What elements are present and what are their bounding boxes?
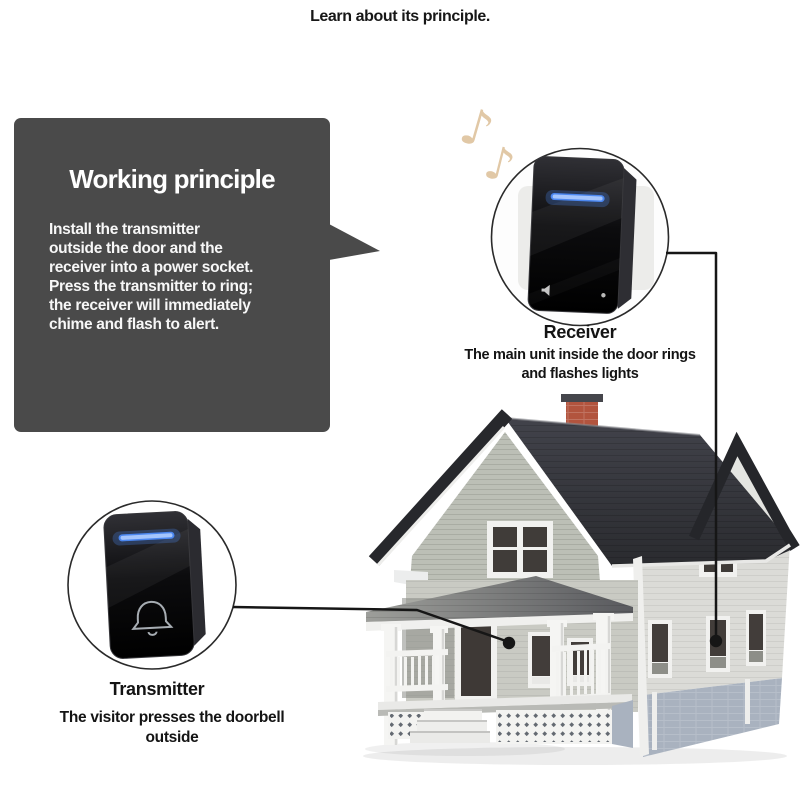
downspout (652, 692, 657, 750)
connectors (232, 251, 718, 643)
brand-mark (601, 293, 606, 298)
info-box-body: Install the transmitter outside the door… (49, 221, 254, 333)
front-gable (368, 409, 600, 588)
info-box-heading: Working principle (69, 164, 275, 194)
porch-steps (410, 709, 490, 743)
receiver-device (527, 156, 637, 314)
ground-shadow-porch (365, 742, 565, 756)
gable-roof-band (368, 409, 513, 566)
porch (378, 613, 633, 748)
speaker-icon (541, 284, 550, 296)
transmitter-description: The visitor presses the doorbell outside (59, 709, 285, 746)
transmitter-label: Transmitter (109, 679, 205, 699)
porch-floor-edge (378, 694, 632, 710)
receiver-description: The main unit inside the door rings and … (464, 347, 696, 382)
gutter (611, 543, 791, 568)
speech-bubble-tail (329, 224, 380, 260)
connector-line-transmitter (232, 605, 507, 643)
music-notes-icon: ♪ ♪ (454, 96, 521, 194)
house-illustration (363, 394, 800, 765)
connector-dot-transmitter (502, 636, 516, 650)
porch-railing-left (386, 649, 448, 692)
working-principle-box: Working principle Install the transmitte… (14, 118, 330, 432)
gable-fascia (376, 425, 506, 567)
page-title: Learn about its principle. (310, 8, 490, 25)
downspout-2 (745, 679, 750, 724)
connector-dot-receiver (709, 634, 723, 648)
connector-line-receiver (666, 251, 718, 635)
transmitter-device (103, 511, 206, 659)
ground-shadow (363, 747, 787, 765)
receiver-label: Receiver (543, 322, 617, 342)
gable-windows (487, 521, 553, 578)
transmitter-figure (67, 500, 237, 670)
bell-icon (131, 600, 174, 636)
porch-railing-right (552, 643, 610, 702)
receiver-figure (490, 147, 670, 327)
